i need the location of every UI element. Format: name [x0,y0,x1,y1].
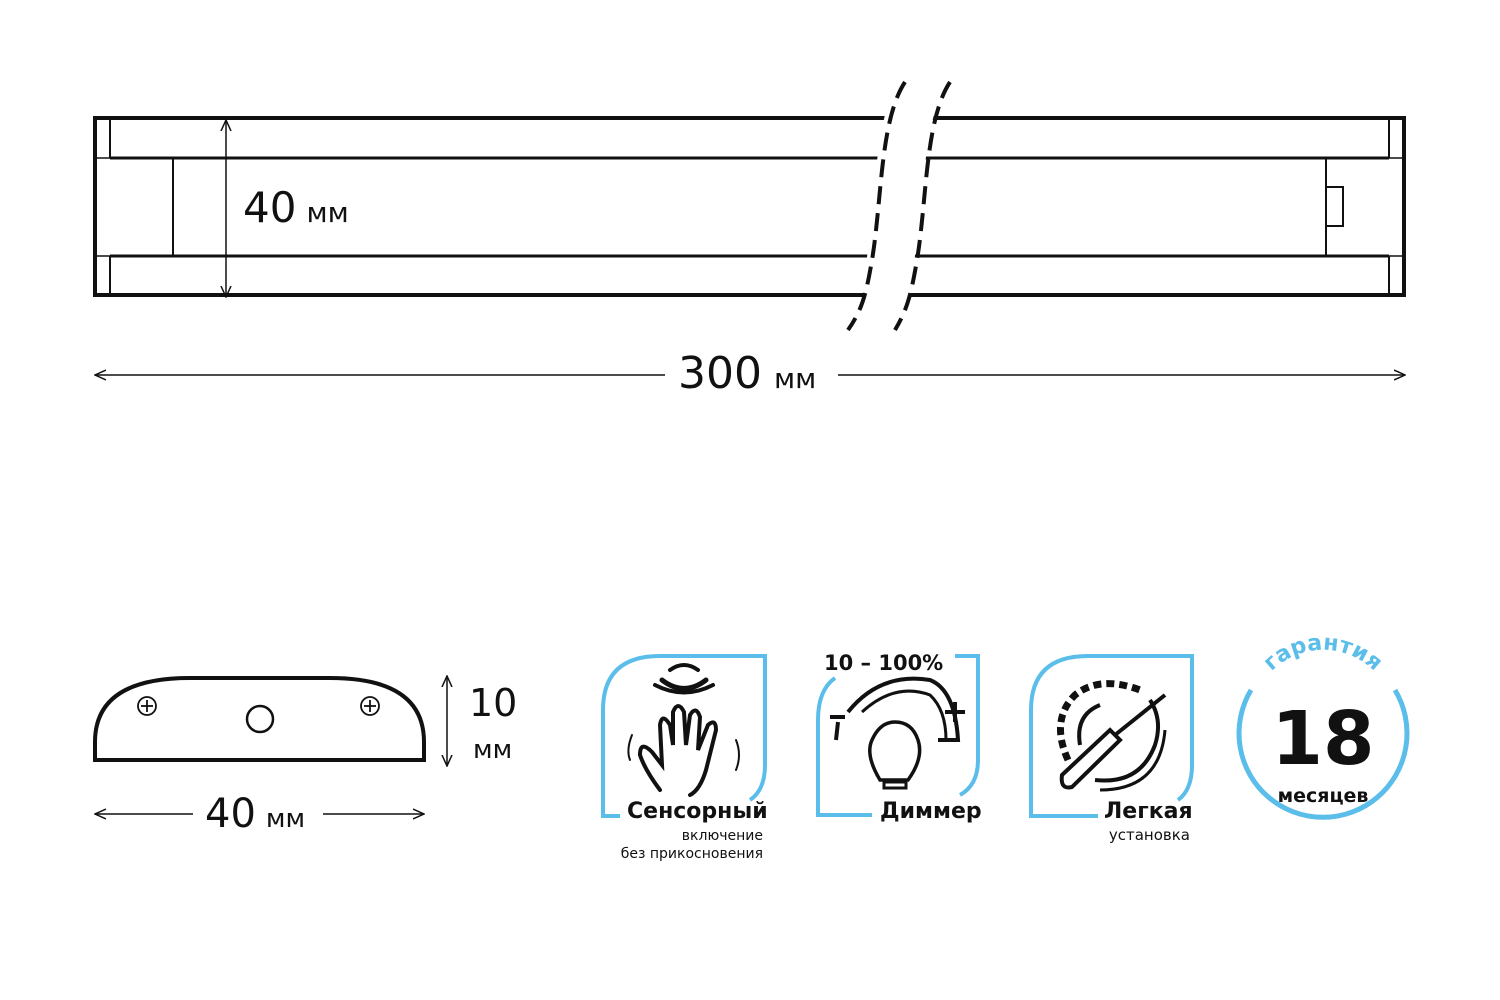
screw-icon [360,696,380,716]
warranty-badge: гарантия 18 месяцев [1236,630,1410,820]
break-gap [858,110,935,330]
gear-screwdriver-icon [1056,680,1167,792]
warranty-number: 18 [1272,696,1375,782]
feature-subtitle: без прикосновения [621,846,763,862]
dimmer-range: 10 – 100% [824,651,943,675]
end-cap-profile [93,676,426,762]
feature-subtitle: включение [682,828,763,844]
feature-sensor: Сенсорный включение без прикосновения [601,654,768,862]
feature-title: Сенсорный [627,799,768,824]
warranty-unit: месяцев [1278,785,1369,807]
feature-title: Легкая [1104,799,1193,824]
feature-dimmer: 10 – 100% Диммер [816,651,982,824]
height-label-unit: мм [473,735,512,765]
height-label-num: 10 [469,681,517,725]
top-view-profile [93,116,1406,297]
break-lines [846,80,952,332]
warranty-arc-text: гарантия [1259,630,1387,675]
feature-title: Диммер [880,799,982,824]
screw-icon [137,696,157,716]
feature-subtitle: установка [1109,826,1190,844]
touchless-hand-icon [627,663,740,797]
dimmer-bulb-icon [830,676,965,790]
feature-install: Легкая установка [1029,654,1194,844]
